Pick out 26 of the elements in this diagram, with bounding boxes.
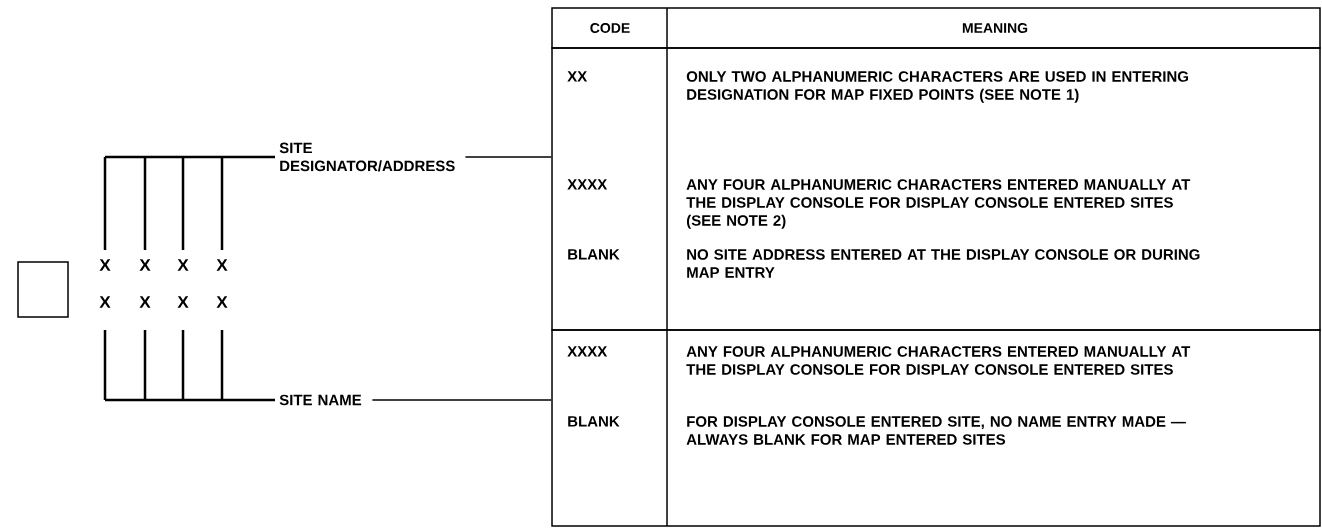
meaning-cell: ANY FOUR ALPHANUMERIC CHARACTERS ENTERED MANUALLY AT THE DISPLAY CONSOLE FOR DISPLAY CONSOLE ENTERED SITES xyxy=(686,346,1191,375)
code-cell: BLANK xyxy=(568,249,620,260)
character-mark: X xyxy=(216,259,228,271)
connector-line xyxy=(464,156,552,158)
meaning-cell: ANY FOUR ALPHANUMERIC CHARACTERS ENTERED MANUALLY AT THE DISPLAY CONSOLE FOR DISPLAY CONSOLE ENTERED SITES (SEE NOTE 2) xyxy=(686,179,1191,229)
table-section xyxy=(551,329,1321,527)
character-mark: X xyxy=(216,296,228,308)
character-mark: X xyxy=(177,259,189,271)
character-mark: X xyxy=(139,259,151,271)
code-cell: XXXX xyxy=(567,346,608,357)
character-mark: X xyxy=(99,296,111,308)
character-mark: X xyxy=(177,296,189,308)
character-mark: X xyxy=(99,259,111,271)
connector-line xyxy=(371,399,552,401)
code-cell: XX xyxy=(567,71,588,82)
table-section xyxy=(551,47,1321,331)
column-header: CODE xyxy=(590,23,630,33)
meaning-cell: FOR DISPLAY CONSOLE ENTERED SITE, NO NAME ENTRY MADE — ALWAYS BLANK FOR MAP ENTERED SITES xyxy=(686,416,1186,445)
field-label: SITE NAME xyxy=(279,394,362,406)
character-mark: X xyxy=(139,296,151,308)
meaning-cell: ONLY TWO ALPHANUMERIC CHARACTERS ARE USED IN ENTERING DESIGNATION FOR MAP FIXED POINTS (SEE NOTE 1) xyxy=(686,71,1188,103)
field-label: SITE DESIGNATOR/ADDRESS xyxy=(279,142,455,172)
code-cell: XXXX xyxy=(567,179,608,190)
meaning-cell: NO SITE ADDRESS ENTERED AT THE DISPLAY CONSOLE OR DURING MAP ENTRY xyxy=(687,249,1200,278)
column-header: MEANING xyxy=(962,23,1028,33)
code-cell: BLANK xyxy=(568,416,620,427)
